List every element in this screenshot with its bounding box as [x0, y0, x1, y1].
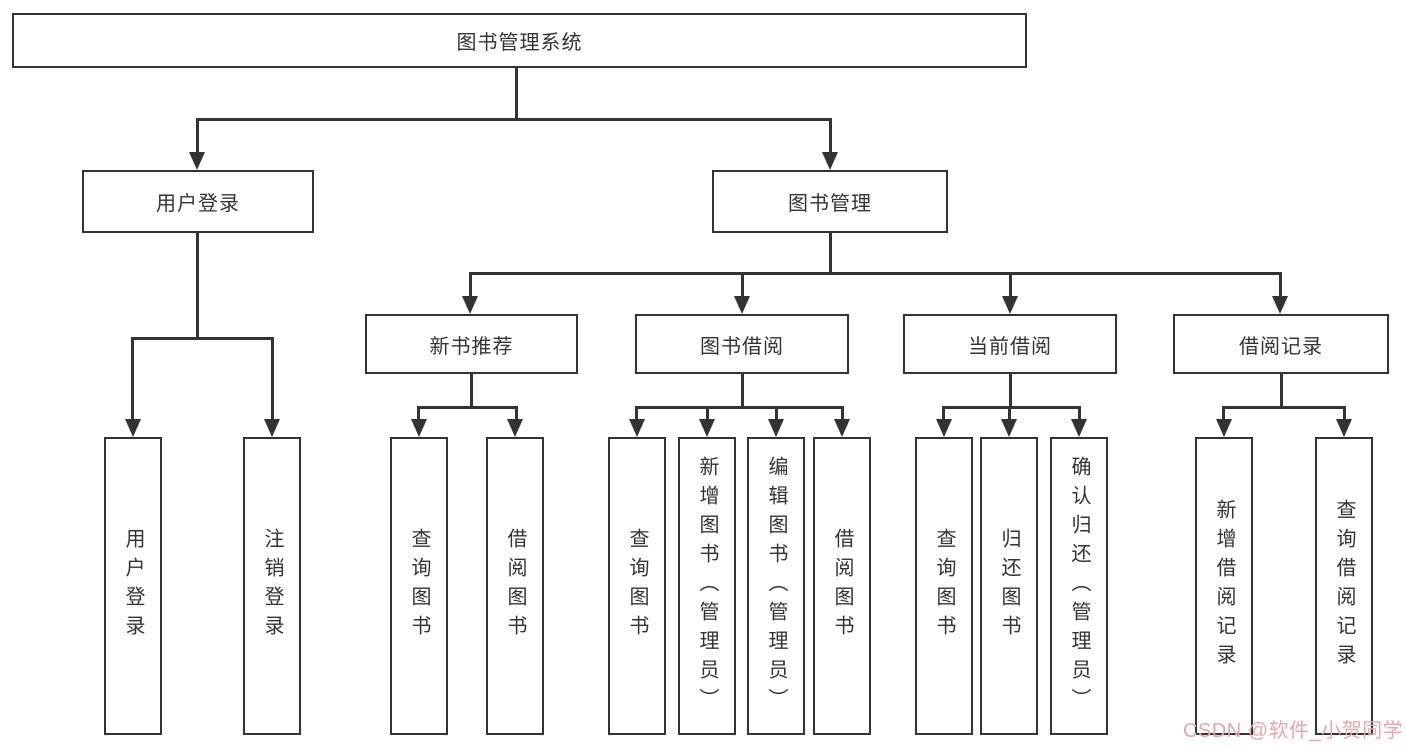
leaf-cb-confirm-return-label: 确认归还（管理员） [1068, 455, 1090, 717]
connector-drop-leaf-logout [271, 337, 274, 421]
leaf-bb-borrow-books-label: 借阅图书 [831, 528, 853, 644]
leaf-user-login: 用户登录 [104, 437, 162, 735]
node-borrow-records-label: 借阅记录 [1239, 335, 1323, 358]
connector-book-borrow-bar [635, 406, 844, 409]
arrowhead-bb-add [699, 419, 715, 437]
leaf-cb-confirm-return: 确认归还（管理员） [1050, 437, 1108, 735]
arrowhead-br-add [1216, 419, 1232, 437]
arrowhead-leaf-logout [264, 419, 280, 437]
connector-drop-bb-edit [775, 406, 778, 421]
arrowhead-bb-query [629, 419, 645, 437]
leaf-br-add-record: 新增借阅记录 [1195, 437, 1253, 735]
connector-root-bar [196, 118, 832, 121]
connector-user-login-stem [196, 233, 199, 337]
leaf-nb-borrow-books-label: 借阅图书 [504, 528, 526, 644]
leaf-br-query-record: 查询借阅记录 [1315, 437, 1373, 735]
connector-root-stem [515, 68, 518, 118]
csdn-watermark: CSDN @软件_小贺同学 [1183, 720, 1404, 742]
arrowhead-bb-borrow [834, 419, 850, 437]
arrowhead-nb-query [411, 419, 427, 437]
node-root: 图书管理系统 [12, 13, 1027, 68]
leaf-bb-edit-books-label: 编辑图书（管理员） [765, 455, 787, 717]
arrowhead-borrow-records [1272, 296, 1288, 314]
connector-drop-br-query [1343, 406, 1346, 421]
leaf-logout: 注销登录 [243, 437, 301, 735]
connector-drop-bb-add [706, 406, 709, 421]
connector-drop-nb-borrow [515, 406, 518, 421]
connector-drop-book-mgmt [829, 118, 832, 154]
arrowhead-leaf-user-login [125, 419, 141, 437]
node-root-label: 图书管理系统 [456, 32, 583, 54]
connector-drop-user-login [196, 118, 199, 154]
node-book-mgmt-label: 图书管理 [788, 193, 872, 215]
node-book-borrow-label: 图书借阅 [700, 335, 784, 358]
node-book-borrow: 图书借阅 [635, 314, 849, 374]
leaf-cb-query-books: 查询图书 [915, 437, 973, 735]
connector-drop-cb-return [1008, 406, 1011, 421]
connector-drop-new-book-rec [469, 272, 472, 298]
connector-book-mgmt-stem [829, 233, 832, 272]
connector-new-book-rec-bar [417, 406, 518, 409]
arrowhead-cb-confirm [1071, 419, 1087, 437]
leaf-user-login-label: 用户登录 [122, 528, 144, 644]
leaf-bb-query-books-label: 查询图书 [626, 528, 648, 644]
leaf-br-add-record-label: 新增借阅记录 [1213, 499, 1235, 673]
leaf-bb-add-books-label: 新增图书（管理员） [696, 455, 718, 717]
node-new-book-rec-label: 新书推荐 [429, 335, 514, 358]
leaf-bb-query-books: 查询图书 [608, 437, 666, 735]
connector-book-mgmt-bar [469, 272, 1282, 275]
connector-user-login-bar [131, 337, 274, 340]
leaf-bb-edit-books: 编辑图书（管理员） [747, 437, 805, 735]
connector-borrow-records-bar [1222, 406, 1346, 409]
arrowhead-cb-return [1001, 419, 1017, 437]
connector-drop-cb-confirm [1078, 406, 1081, 421]
node-book-mgmt: 图书管理 [712, 170, 948, 233]
arrowhead-book-borrow [734, 296, 750, 314]
leaf-br-query-record-label: 查询借阅记录 [1333, 499, 1355, 673]
connector-drop-bb-query [635, 406, 638, 421]
arrowhead-nb-borrow [507, 419, 523, 437]
connector-current-borrow-stem [1009, 374, 1012, 406]
leaf-nb-query-books-label: 查询图书 [408, 528, 430, 644]
arrowhead-current-borrow [1002, 296, 1018, 314]
connector-current-borrow-bar [942, 406, 1081, 409]
leaf-logout-label: 注销登录 [261, 528, 283, 644]
connector-drop-borrow-records [1279, 272, 1282, 298]
node-user-login: 用户登录 [82, 170, 314, 233]
node-current-borrow: 当前借阅 [903, 314, 1117, 374]
connector-drop-current-borrow [1009, 272, 1012, 298]
arrowhead-cb-query [936, 419, 952, 437]
connector-drop-br-add [1222, 406, 1225, 421]
leaf-bb-borrow-books: 借阅图书 [813, 437, 871, 735]
node-current-borrow-label: 当前借阅 [968, 335, 1052, 358]
connector-drop-cb-query [942, 406, 945, 421]
connector-drop-leaf-user-login [131, 337, 134, 421]
leaf-cb-query-books-label: 查询图书 [933, 528, 955, 644]
leaf-bb-add-books: 新增图书（管理员） [678, 437, 736, 735]
arrowhead-br-query [1336, 419, 1352, 437]
node-user-login-label: 用户登录 [156, 193, 240, 215]
arrowhead-book-mgmt [822, 152, 838, 170]
node-borrow-records: 借阅记录 [1173, 314, 1389, 374]
leaf-nb-borrow-books: 借阅图书 [486, 437, 544, 735]
arrowhead-new-book-rec [462, 296, 478, 314]
connector-borrow-records-stem [1280, 374, 1283, 406]
connector-drop-nb-query [417, 406, 420, 421]
connector-drop-bb-borrow [841, 406, 844, 421]
leaf-nb-query-books: 查询图书 [390, 437, 448, 735]
leaf-cb-return-books: 归还图书 [980, 437, 1038, 735]
connector-drop-book-borrow [741, 272, 744, 298]
connector-book-borrow-stem [741, 374, 744, 406]
connector-new-book-rec-stem [470, 374, 473, 406]
arrowhead-user-login [189, 152, 205, 170]
node-new-book-rec: 新书推荐 [365, 314, 578, 374]
arrowhead-bb-edit [768, 419, 784, 437]
leaf-cb-return-books-label: 归还图书 [998, 528, 1020, 644]
